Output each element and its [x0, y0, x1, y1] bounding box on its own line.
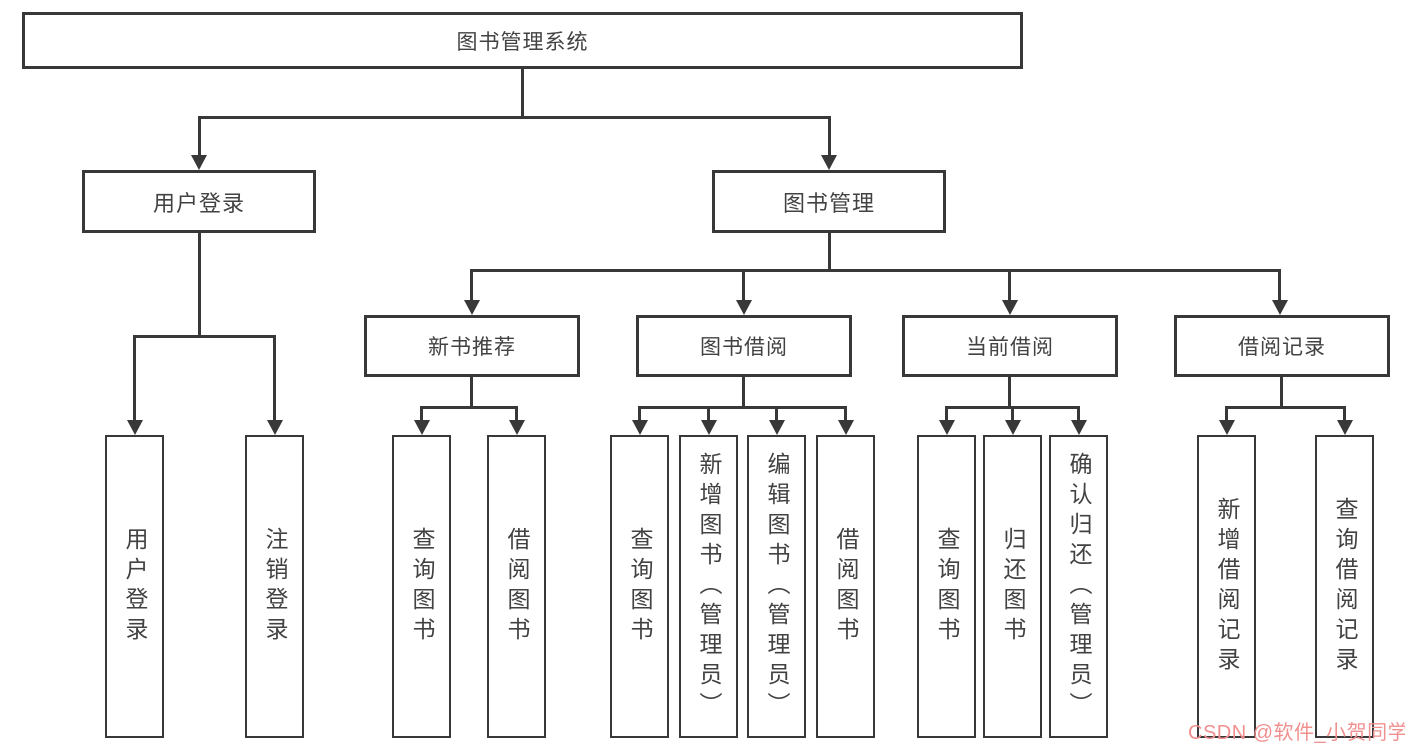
leaf-query-book-recommend: 查询图书: [392, 435, 451, 738]
leaf-return-book-label: 归还图书: [1000, 526, 1026, 647]
leaf-borrow-book-recommend-label: 借阅图书: [504, 526, 530, 647]
connector-line: [1011, 406, 1014, 421]
leaf-confirm-return-admin-label: 确认归还（管理员）: [1066, 451, 1092, 722]
leaf-query-borrow-record-label: 查询借阅记录: [1332, 496, 1358, 677]
connector-line: [133, 335, 136, 420]
arrow-down-icon: [1005, 420, 1021, 435]
leaf-logout-login: 注销登录: [245, 435, 304, 738]
leaf-query-book-borrow-label: 查询图书: [627, 526, 653, 647]
leaf-return-book: 归还图书: [983, 435, 1042, 738]
connector-line: [133, 335, 276, 338]
leaf-borrow-book: 借阅图书: [816, 435, 875, 738]
connector-line: [198, 233, 201, 337]
connector-line: [273, 335, 276, 420]
arrow-down-icon: [769, 420, 785, 435]
leaf-user-login-label: 用户登录: [122, 526, 148, 647]
leaf-add-borrow-record-label: 新增借阅记录: [1214, 496, 1240, 677]
arrow-down-icon: [632, 420, 648, 435]
connector-line: [198, 116, 201, 155]
arrow-down-icon: [414, 420, 430, 435]
connector-line: [707, 406, 710, 421]
arrow-down-icon: [509, 420, 525, 435]
arrow-down-icon: [838, 420, 854, 435]
arrow-down-icon: [1272, 300, 1288, 315]
connector-line: [521, 69, 524, 119]
connector-line: [420, 406, 518, 409]
arrow-down-icon: [127, 420, 143, 435]
node-borrow-records-label: 借阅记录: [1238, 336, 1326, 359]
connector-line: [742, 269, 745, 300]
node-book-borrow-label: 图书借阅: [700, 336, 788, 359]
connector-line: [1278, 269, 1281, 300]
node-user-login-label: 用户登录: [152, 190, 245, 216]
arrow-down-icon: [939, 420, 955, 435]
leaf-add-borrow-record: 新增借阅记录: [1197, 435, 1256, 738]
watermark: CSDN @软件_小贺同学: [1188, 722, 1405, 744]
leaf-query-book-current: 查询图书: [917, 435, 976, 738]
connector-line: [844, 406, 847, 421]
leaf-add-book-admin-label: 新增图书（管理员）: [696, 451, 722, 722]
node-new-book-recommend-label: 新书推荐: [428, 336, 516, 359]
arrow-down-icon: [701, 420, 717, 435]
leaf-logout-login-label: 注销登录: [262, 526, 288, 647]
node-user-login: 用户登录: [82, 170, 316, 233]
node-book-management: 图书管理: [712, 170, 946, 233]
arrow-down-icon: [464, 300, 480, 315]
connector-line: [638, 406, 847, 409]
arrow-down-icon: [1002, 300, 1018, 315]
arrow-down-icon: [1071, 420, 1087, 435]
leaf-edit-book-admin: 编辑图书（管理员）: [747, 435, 806, 738]
arrow-down-icon: [736, 300, 752, 315]
leaf-edit-book-admin-label: 编辑图书（管理员）: [764, 451, 790, 722]
leaf-query-borrow-record: 查询借阅记录: [1315, 435, 1374, 738]
connector-line: [828, 233, 831, 272]
connector-line: [1008, 377, 1011, 408]
arrow-down-icon: [267, 420, 283, 435]
connector-line: [828, 116, 831, 155]
arrow-down-icon: [821, 155, 837, 170]
connector-line: [1225, 406, 1228, 421]
connector-line: [1280, 377, 1283, 408]
arrow-down-icon: [191, 155, 207, 170]
connector-line: [945, 406, 948, 421]
connector-line: [470, 269, 1281, 272]
node-root-label: 图书管理系统: [456, 30, 589, 54]
connector-line: [742, 377, 745, 408]
node-current-borrow: 当前借阅: [902, 315, 1118, 377]
connector-line: [775, 406, 778, 421]
connector-line: [470, 269, 473, 300]
connector-line: [470, 377, 473, 408]
node-book-management-label: 图书管理: [782, 190, 875, 216]
leaf-query-book-current-label: 查询图书: [934, 526, 960, 647]
leaf-borrow-book-recommend: 借阅图书: [487, 435, 546, 738]
node-borrow-records: 借阅记录: [1174, 315, 1390, 377]
leaf-borrow-book-label: 借阅图书: [833, 526, 859, 647]
connector-line: [1077, 406, 1080, 421]
arrow-down-icon: [1337, 420, 1353, 435]
arrow-down-icon: [1219, 420, 1235, 435]
connector-line: [638, 406, 641, 421]
node-book-borrow: 图书借阅: [636, 315, 852, 377]
connector-line: [1008, 269, 1011, 300]
leaf-query-book-borrow: 查询图书: [610, 435, 669, 738]
connector-line: [1225, 406, 1346, 409]
node-root: 图书管理系统: [22, 12, 1023, 69]
connector-line: [198, 116, 831, 119]
node-current-borrow-label: 当前借阅: [966, 336, 1054, 359]
leaf-confirm-return-admin: 确认归还（管理员）: [1049, 435, 1108, 738]
connector-line: [515, 406, 518, 421]
connector-line: [420, 406, 423, 421]
leaf-query-book-recommend-label: 查询图书: [409, 526, 435, 647]
leaf-user-login: 用户登录: [105, 435, 164, 738]
connector-line: [1343, 406, 1346, 421]
leaf-add-book-admin: 新增图书（管理员）: [679, 435, 738, 738]
node-new-book-recommend: 新书推荐: [364, 315, 580, 377]
